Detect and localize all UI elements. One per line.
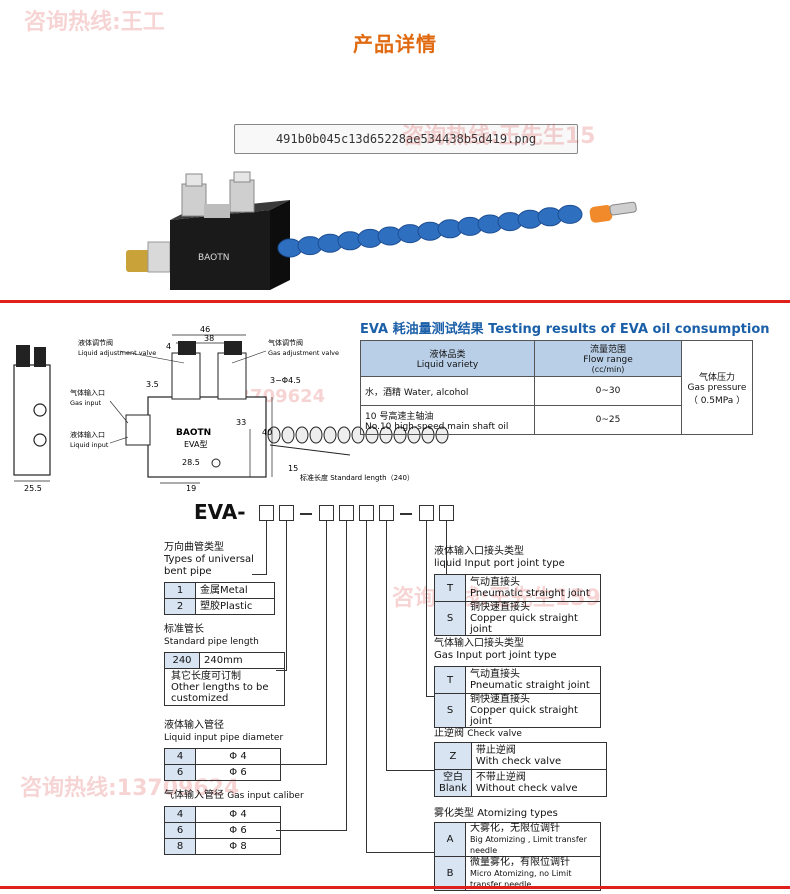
drawing-hose-segment [337, 426, 351, 444]
svg-text:15: 15 [288, 464, 298, 473]
model-code-prefix: EVA- [194, 500, 246, 524]
check-valve-title: 止逆阀 [434, 728, 464, 739]
svg-text:33: 33 [236, 418, 246, 427]
drawing-hose-segment [295, 426, 309, 444]
svg-text:46: 46 [200, 325, 210, 334]
drawing-model: EVA型 [184, 440, 208, 449]
divider [0, 300, 790, 303]
svg-text:3−Φ4.5: 3−Φ4.5 [270, 376, 301, 385]
liquid-dia-title: 液体输入管径 [164, 720, 224, 731]
hose-segment [557, 204, 583, 224]
svg-text:38: 38 [204, 334, 214, 343]
hose [277, 204, 583, 258]
technical-drawing: BAOTN EVA型 46 38 4 3.5 3−Φ4.5 33 28.5 40… [13, 325, 449, 493]
photo-brand: BAOTN [198, 253, 230, 263]
watermark: 咨询热线:王工 [24, 10, 165, 35]
bent-pipe-title: 万向曲管类型 [164, 542, 224, 553]
svg-text:28.5: 28.5 [182, 458, 200, 467]
product-photo: BAOTN [126, 171, 637, 290]
svg-text:4: 4 [166, 342, 171, 351]
table-row: 水，酒精 Water, alcohol [360, 376, 535, 406]
divider [0, 886, 790, 889]
svg-text:Gas adjustment valve: Gas adjustment valve [268, 349, 339, 357]
drawing-hose-segment [309, 426, 323, 444]
svg-text:气体调节阀: 气体调节阀 [268, 338, 303, 347]
atomizing-title: 雾化类型 [434, 808, 474, 819]
std-length: 标准长度 Standard length（240） [300, 473, 414, 482]
drawing-hose-segment [323, 426, 337, 444]
results-title: EVA 耗油量测试结果 Testing results of EVA oil c… [360, 322, 770, 337]
drawing-brand: BAOTN [176, 428, 211, 438]
svg-text:气体输入口: 气体输入口 [70, 388, 105, 397]
drawing-hose-segment [281, 426, 295, 444]
svg-text:Gas input: Gas input [70, 399, 102, 407]
svg-text:19: 19 [186, 484, 196, 493]
svg-text:25.5: 25.5 [24, 484, 42, 493]
page-title: 产品详情 [353, 32, 437, 56]
svg-text:40: 40 [262, 428, 272, 437]
svg-text:Liquid input: Liquid input [70, 441, 109, 449]
svg-text:液体输入口: 液体输入口 [70, 430, 105, 439]
svg-text:液体调节阀: 液体调节阀 [78, 338, 113, 347]
drawing-hose-segment [267, 426, 281, 444]
image-filename: 491b0b045c13d65228ae534438b5d419.png [234, 124, 578, 154]
gas-dia-title: 气体输入管径 [164, 790, 224, 801]
gas-joint-title: 气体输入口接头类型 [434, 638, 524, 649]
watermark: 咨询热线:王先生15 [402, 124, 596, 149]
svg-text:3.5: 3.5 [146, 380, 159, 389]
pipe-length-title: 标准管长 [164, 624, 204, 635]
svg-text:Liquid adjustment valve: Liquid adjustment valve [78, 349, 156, 357]
liquid-joint-title: 液体输入口接头类型 [434, 546, 524, 557]
